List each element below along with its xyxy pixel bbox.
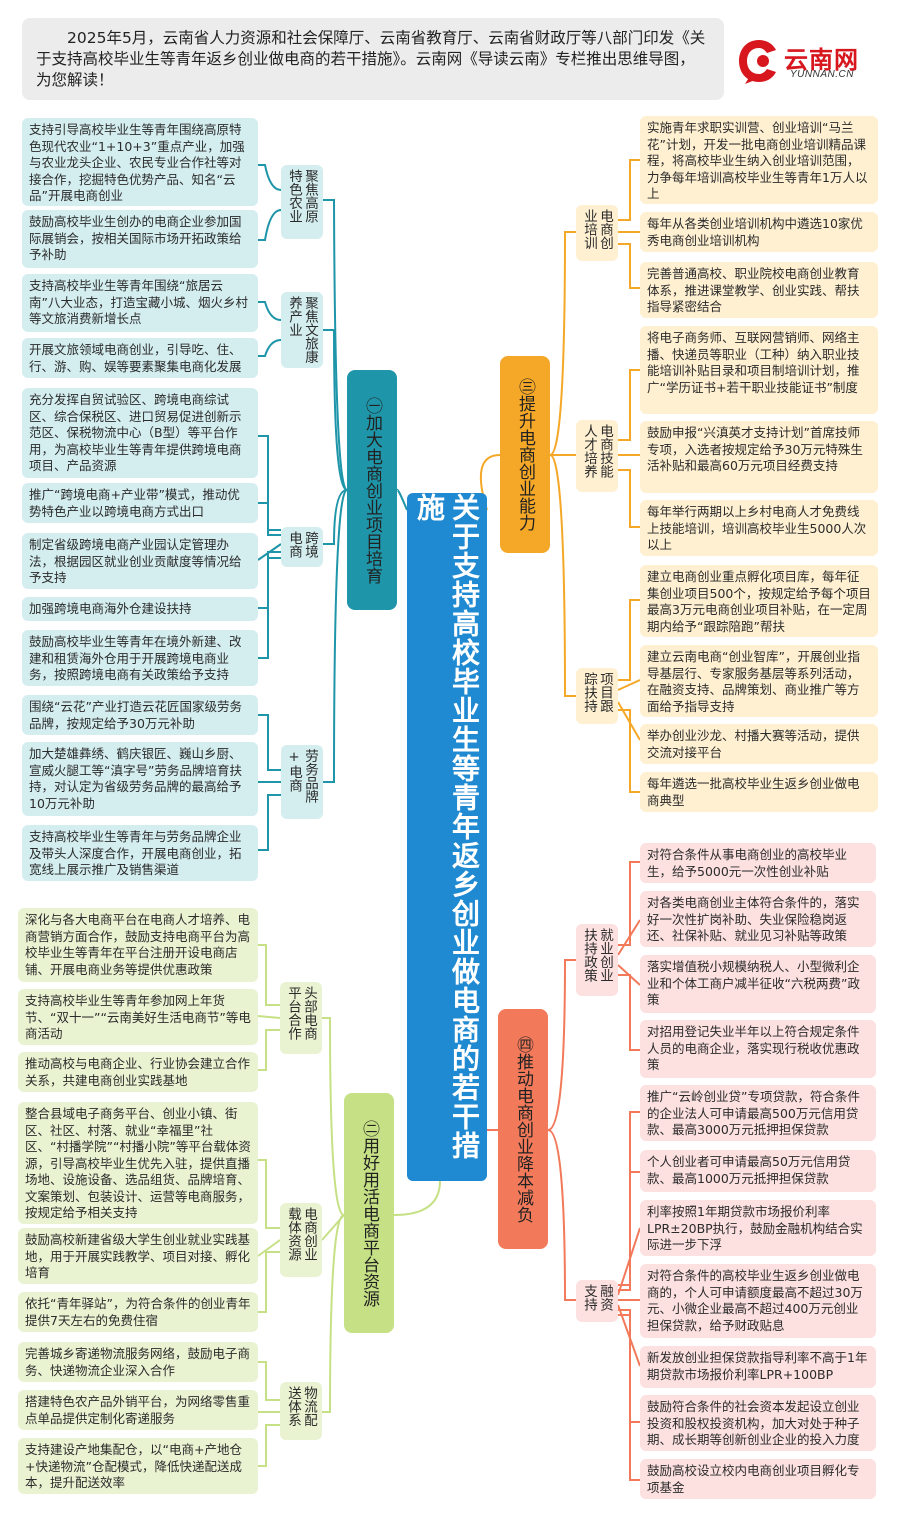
branch-4: ㊃推动电商创业降本减负 [498, 1009, 548, 1249]
leaf-b2-s1-2: 支持高校毕业生等青年参加网上年货节、“双十一”“云南美好生活电商节”等电商活动 [18, 989, 258, 1045]
leaf-b1-s4-3: 支持高校毕业生等青年与劳务品牌企业及带头人深度合作，开展电商创业，拓宽线上展示推… [22, 825, 258, 881]
leaf-b4-s2-1: 推广“云岭创业贷”专项贷款，符合条件的企业法人可申请最高500万元信用贷款、最高… [640, 1085, 876, 1141]
leaf-b1-s4-2: 加大楚雄彝绣、鹤庆银匠、巍山乡厨、宣威火腿工等“滇字号”劳务品牌培育扶持，对认定… [22, 742, 258, 816]
sub-b1-culture-tourism: 聚焦文旅康养产业 [281, 292, 323, 368]
leaf-b3-s2-3: 每年举行两期以上乡村电商人才免费线上技能培训，培训高校毕业生5000人次以上 [640, 500, 878, 556]
logo-domain: YUNNAN.CN [790, 69, 854, 80]
sub-b2-logistics: 物流配送体系 [280, 1382, 322, 1440]
leaf-b3-s1-2: 每年从各类创业培训机构中遴选10家优秀电商创业培训机构 [640, 212, 878, 252]
leaf-b4-s1-1: 对符合条件从事电商创业的高校毕业生，给予5000元一次性创业补贴 [640, 843, 876, 883]
leaf-b2-s3-1: 完善城乡寄递物流服务网络，鼓励电子商务、快递物流企业深入合作 [18, 1342, 258, 1382]
leaf-b2-s3-3: 支持建设产地集配仓，以“电商+产地仓+快递物流”仓配模式，降低快递配送成本，提升… [18, 1438, 258, 1494]
leaf-b4-s1-4: 对招用登记失业半年以上符合规定条件人员的电商企业，落实现行税收优惠政策 [640, 1020, 876, 1078]
sub-b3-training: 电商创业培训 [576, 205, 618, 261]
leaf-b4-s2-2: 个人创业者可申请最高50万元信用贷款、最高1000万元抵押担保贷款 [640, 1150, 876, 1192]
leaf-b2-s2-3: 依托“青年驿站”，为符合条件的创业青年提供7天左右的免费住宿 [18, 1292, 258, 1332]
leaf-b4-s2-6: 鼓励符合条件的社会资本发起设立创业投资和股权投资机构，加大对处于种子期、成长期等… [640, 1395, 876, 1451]
branch-3: ㊂提升电商创业能力 [500, 356, 550, 553]
leaf-b4-s1-2: 对各类电商创业主体符合条件的，落实好一次性扩岗补助、失业保险稳岗返还、社保补贴、… [640, 891, 876, 947]
logo-emblem-icon [739, 40, 776, 84]
connector-central-b1 [396, 488, 408, 511]
leaf-b1-s3-5: 鼓励高校毕业生等青年在境外新建、改建和租赁海外仓用于开展跨境电商业务，按照跨境电… [22, 630, 258, 686]
leaf-b1-s2-2: 开展文旅领域电商创业，引导吃、住、行、游、购、娱等要素聚集电商化发展 [22, 338, 258, 378]
leaf-b1-s3-3: 制定省级跨境电商产业园认定管理办法，根据园区就业创业贡献度等情况给予支持 [22, 533, 258, 589]
leaf-b2-s2-2: 鼓励高校新建省级大学生创业就业实践基地，用于开展实践教学、项目对接、孵化培育 [18, 1228, 258, 1284]
leaf-b3-s3-3: 举办创业沙龙、村播大赛等活动，提供交流对接平台 [640, 724, 878, 764]
leaf-b4-s2-7: 鼓励高校设立校内电商创业项目孵化专项基金 [640, 1459, 876, 1499]
sub-b2-carrier-resources: 电商创业载体资源 [280, 1203, 322, 1277]
leaf-b1-s1-1: 支持引导高校毕业生等青年围绕高原特色现代农业“1+10+3”重点产业，加强与农业… [22, 118, 258, 206]
leaf-b2-s1-3: 推动高校与电商企业、行业协会建立合作关系，共建电商创业实践基地 [18, 1052, 258, 1092]
leaf-b1-s3-2: 推广“跨境电商+产业带”模式，推动优势特色产业以跨境电商方式出口 [22, 483, 258, 523]
leaf-b4-s2-3: 利率按照1年期贷款市场报价利率LPR±20BP执行，鼓励金融机构结合实际进一步下… [640, 1200, 876, 1256]
leaf-b1-s4-1: 围绕“云花”产业打造云花匠国家级劳务品牌，按规定给予30万元补助 [22, 695, 258, 735]
sub-b3-project-tracking: 项目跟踪扶持 [576, 668, 618, 724]
leaf-b3-s1-1: 实施青年求职实训营、创业培训“马兰花”计划，开发一批电商创业培训精品课程，将高校… [640, 116, 878, 204]
leaf-b3-s2-2: 鼓励申报“兴滇英才支持计划”首席技师专项，入选者按规定给予30万元特殊生活补贴和… [640, 421, 878, 493]
leaf-b2-s3-2: 搭建特色农产品外销平台，为网络零售重点单品提供定制化寄递服务 [18, 1390, 258, 1430]
sub-b4-financing: 融资支持 [576, 1280, 618, 1322]
central-topic: 关于支持高校毕业生等青年返乡创业做电商的若干措施 [407, 493, 487, 1181]
leaf-b3-s3-4: 每年遴选一批高校毕业生返乡创业做电商典型 [640, 772, 878, 812]
leaf-b3-s3-1: 建立电商创业重点孵化项目库，每年征集创业项目500个，按规定给予每个项目最高3万… [640, 565, 878, 637]
header-intro: 2025年5月，云南省人力资源和社会保障厅、云南省教育厅、云南省财政厅等八部门印… [22, 18, 724, 100]
leaf-b4-s1-3: 落实增值税小规模纳税人、小型微利企业和个体工商户减半征收“六税两费”政策 [640, 955, 876, 1013]
sub-b2-platform-coop: 头部电商平台合作 [280, 982, 322, 1054]
leaf-b3-s1-3: 完善普通高校、职业院校电商创业教育体系，推进课堂教学、创业实践、帮扶指导紧密结合 [640, 262, 878, 318]
leaf-b1-s3-1: 充分发挥自贸试验区、跨境电商综试区、综合保税区、进口贸易促进创新示范区、保税物流… [22, 388, 258, 478]
sub-b1-highland-agriculture: 聚焦高原特色农业 [281, 165, 323, 239]
leaf-b1-s2-1: 支持高校毕业生等青年围绕“旅居云南”八大业态，打造宝藏小城、烟火乡村等文旅消费新… [22, 274, 258, 332]
leaf-b2-s2-1: 整合县域电子商务平台、创业小镇、街区、社区、村落、就业“幸福里”社区、“村播学院… [18, 1102, 258, 1224]
leaf-b1-s1-2: 鼓励高校毕业生创办的电商企业参加国际展销会，按相关国际市场开拓政策给予补助 [22, 210, 258, 268]
leaf-b4-s2-4: 对符合条件的高校毕业生返乡创业做电商的，个人可申请额度最高不超过30万元、小微企… [640, 1264, 876, 1338]
leaf-b3-s3-2: 建立云南电商“创业智库”，开展创业指导基层行、专家服务基层等系列活动，在融资支持… [640, 645, 878, 717]
sub-b1-labor-brand: 劳务品牌+电商 [281, 745, 323, 819]
leaf-b4-s2-5: 新发放创业担保贷款指导利率不高于1年期贷款市场报价利率LPR+100BP [640, 1346, 876, 1388]
branch-1: ㊀加大电商创业项目培育 [347, 370, 397, 610]
leaf-b2-s1-1: 深化与各大电商平台在电商人才培养、电商营销方面合作，鼓励支持电商平台为高校毕业生… [18, 908, 258, 982]
connector-central-b2 [393, 1180, 441, 1216]
logo-name: 云南网 [784, 46, 859, 74]
leaf-b3-s2-1: 将电子商务师、互联网营销师、网络主播、快递员等职业（工种）纳入职业技能培训补贴目… [640, 326, 878, 414]
leaf-b1-s3-4: 加强跨境电商海外仓建设扶持 [22, 597, 258, 621]
sub-b4-employment-policy: 就业创业扶持政策 [576, 924, 618, 996]
yunnan-net-logo[interactable]: 云南网 YUNNAN.CN [736, 34, 876, 90]
sub-b3-talent: 电商技能人才培养 [576, 420, 618, 492]
sub-b1-cross-border: 跨境电商 [281, 527, 323, 567]
branch-2: ㊁用好用活电商平台资源 [344, 1093, 394, 1333]
